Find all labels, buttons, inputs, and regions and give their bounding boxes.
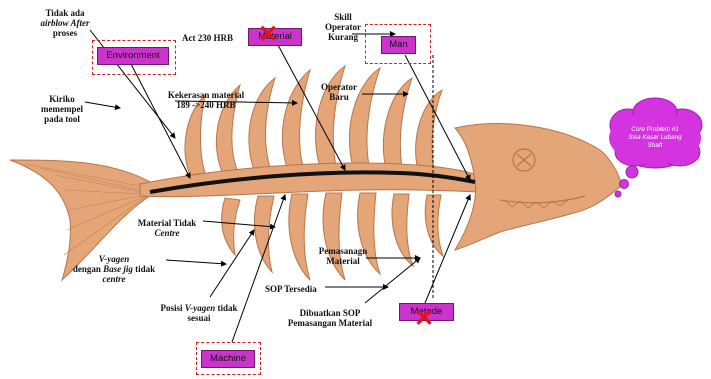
cause-line: Baru xyxy=(314,92,364,102)
cause-text: dengan xyxy=(73,264,103,274)
cause-line: Kekerasan material xyxy=(158,90,254,100)
environment-category: Environment xyxy=(97,47,169,65)
cause-sop: SOP Tersedia xyxy=(265,284,317,294)
cause-text: tidak xyxy=(215,303,237,313)
cause-line: airblow After xyxy=(24,18,106,28)
cause-line: sesuai xyxy=(143,313,255,323)
cause-italic: Centre xyxy=(154,228,179,238)
cause-skill: Skill Operator Kurang xyxy=(318,12,368,42)
cause-italic: Base jig xyxy=(103,264,133,274)
cause-line: Pemasangan Material xyxy=(280,318,380,328)
cause-posisi: Posisi V-yagen tidak sesuai xyxy=(143,303,255,323)
material-cross-icon: ✕ xyxy=(258,23,278,47)
cause-italic: After xyxy=(69,18,90,28)
cause-kekerasan: Kekerasan material 189 ->240 HRB xyxy=(158,90,254,110)
problem-line: Shaft xyxy=(610,142,700,150)
cause-line: Centre xyxy=(128,228,206,238)
cause-line: Pemasanagn xyxy=(312,246,374,256)
cause-line: Dibuatkan SOP xyxy=(280,308,380,318)
cause-line: Operator xyxy=(314,82,364,92)
problem-line: Sisa Kasar Lubang xyxy=(610,134,700,142)
cause-italic: V-yagen xyxy=(185,303,216,313)
cause-operator-baru: Operator Baru xyxy=(314,82,364,102)
cause-pemasangan: Pemasanagn Material xyxy=(312,246,374,266)
fish-head xyxy=(455,124,622,250)
cause-line: Tidak ada xyxy=(24,8,106,18)
cause-line: pada tool xyxy=(37,114,87,124)
cause-line: Material xyxy=(312,256,374,266)
cause-material-tidak: Material Tidak Centre xyxy=(128,218,206,238)
man-category: Man xyxy=(381,36,416,54)
problem-line: Core Problem #1 xyxy=(610,126,700,134)
cause-text: Posisi xyxy=(160,303,184,313)
machine-category: Machine xyxy=(201,350,255,368)
cause-italic: V-yagen xyxy=(99,254,130,264)
cause-dibuatkan: Dibuatkan SOP Pemasangan Material xyxy=(280,308,380,328)
cause-italic: airblow xyxy=(41,18,69,28)
cause-line: Operator xyxy=(318,22,368,32)
cause-italic: centre xyxy=(103,274,126,284)
problem-statement: Core Problem #1 Sisa Kasar Lubang Shaft xyxy=(610,126,700,150)
cause-line: proses xyxy=(24,28,106,38)
cause-act: Act 230 HRB xyxy=(182,33,233,43)
cause-line: 189 ->240 HRB xyxy=(158,100,254,110)
cause-line: centre xyxy=(58,274,170,284)
cause-text: tidak xyxy=(133,264,155,274)
cause-line: Skill xyxy=(318,12,368,22)
cause-line: V-yagen xyxy=(58,254,170,264)
cause-kiriko: Kiriko memempel pada tool xyxy=(37,94,87,124)
cause-line: Kiriko xyxy=(37,94,87,104)
cause-line: Kurang xyxy=(318,32,368,42)
cause-line: Material Tidak xyxy=(128,218,206,228)
cause-line: dengan Base jig tidak xyxy=(58,264,170,274)
metode-cross-icon: ✕ xyxy=(414,307,434,331)
cause-vyagen: V-yagen dengan Base jig tidak centre xyxy=(58,254,170,284)
cause-line: memempel xyxy=(37,104,87,114)
cause-airblow: Tidak ada airblow After proses xyxy=(24,8,106,38)
cause-line: Posisi V-yagen tidak xyxy=(143,303,255,313)
